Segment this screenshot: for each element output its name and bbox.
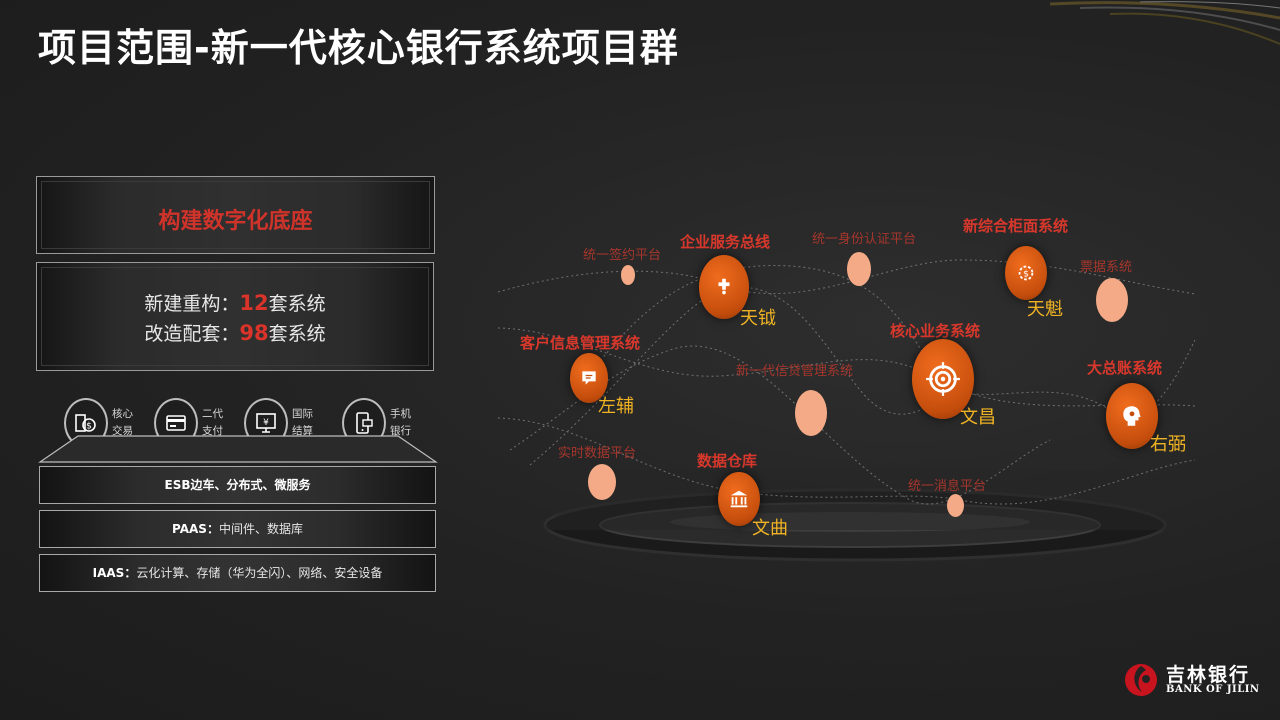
node-bill-system <box>1096 278 1128 322</box>
puzzle-icon <box>718 278 730 295</box>
svg-text:$: $ <box>86 422 92 432</box>
layer-iaas: IAAS：云化计算、存储（华为全闪）、网络、安全设备 <box>39 554 436 592</box>
stats-line-new: 新建重构：12套系统 <box>37 289 433 316</box>
label-realtime-data: 实时数据平台 <box>558 446 637 461</box>
label-teller: 新综合柜面系统 <box>963 217 1069 235</box>
label-gl: 大总账系统 <box>1087 359 1163 377</box>
service-label: 银行 <box>390 425 411 437</box>
corner-decoration <box>1050 1 1280 45</box>
label-unified-signing: 统一签约平台 <box>583 248 662 263</box>
node-core <box>912 339 974 419</box>
layer-paas-key: PAAS： <box>172 522 219 536</box>
node-credit-mgmt <box>795 390 827 436</box>
node-teller: $ <box>1005 246 1047 300</box>
alias-teller: 天魁 <box>1027 299 1063 320</box>
svg-text:¥: ¥ <box>263 418 269 428</box>
node-cif <box>570 353 608 403</box>
page-title: 项目范围-新一代核心银行系统项目群 <box>38 26 679 70</box>
service-label: 交易 <box>112 425 133 437</box>
node-esb <box>699 255 749 319</box>
layer-iaas-text: 云化计算、存储（华为全闪）、网络、安全设备 <box>136 566 383 580</box>
banner-box: 构建数字化底座 <box>36 176 435 254</box>
stats-prefix: 改造配套： <box>144 323 240 345</box>
node-unified-message <box>947 494 964 517</box>
layer-esb-text: ESB边车、分布式、微服务 <box>164 478 311 492</box>
service-label: 结算 <box>292 425 313 437</box>
layer-esb: ESB边车、分布式、微服务 <box>39 466 436 504</box>
label-credit-mgmt: 新一代信贷管理系统 <box>736 364 854 379</box>
stats-number: 12 <box>239 291 269 315</box>
label-core: 核心业务系统 <box>890 322 981 340</box>
service-label: 二代 <box>202 408 223 420</box>
svg-text:$: $ <box>1023 269 1029 280</box>
bank-name-en: BANK OF JILIN <box>1166 684 1260 695</box>
head-gears-icon <box>1123 406 1141 426</box>
alias-gl: 右弼 <box>1150 434 1186 455</box>
target-icon <box>926 362 960 396</box>
alias-cif: 左辅 <box>598 396 634 417</box>
service-label: 核心 <box>112 408 133 420</box>
bank-logo-icon <box>1125 664 1157 696</box>
banner-text: 构建数字化底座 <box>158 209 313 234</box>
service-label: 国际 <box>292 408 313 420</box>
chat-icon <box>582 371 596 385</box>
gear-dollar-icon: $ <box>1018 265 1034 281</box>
bank-name-cn: 吉林银行 <box>1166 664 1251 686</box>
label-bill-system: 票据系统 <box>1080 260 1133 275</box>
system-network: 统一签约平台 统一身份认证平台 票据系统 新一代信贷管理系统 实时数据平台 统一… <box>490 200 1210 580</box>
bank-building-icon <box>730 490 748 508</box>
label-cif: 客户信息管理系统 <box>520 334 641 352</box>
stats-suffix: 套系统 <box>268 323 326 345</box>
alias-dw: 文曲 <box>752 518 788 539</box>
service-label: 支付 <box>202 425 223 437</box>
platform-shape <box>38 435 438 463</box>
bank-logo: 吉林银行 BANK OF JILIN <box>1122 660 1262 704</box>
node-unified-identity <box>847 252 871 286</box>
node-dw <box>718 472 760 526</box>
layer-paas-text: 中间件、数据库 <box>218 522 303 536</box>
layer-iaas-key: IAAS： <box>92 566 137 580</box>
label-esb: 企业服务总线 <box>680 233 771 251</box>
stats-number: 98 <box>239 321 269 345</box>
stats-suffix: 套系统 <box>268 293 326 315</box>
layer-paas: PAAS：中间件、数据库 <box>39 510 436 548</box>
label-dw: 数据仓库 <box>697 452 758 470</box>
stats-prefix: 新建重构： <box>144 293 240 315</box>
stats-line-renovate: 改造配套：98套系统 <box>37 319 433 346</box>
label-unified-identity: 统一身份认证平台 <box>812 232 917 247</box>
stats-box: 新建重构：12套系统 改造配套：98套系统 <box>36 262 434 371</box>
node-gl <box>1106 383 1158 449</box>
label-unified-message: 统一消息平台 <box>908 479 987 494</box>
node-realtime-data <box>588 464 616 500</box>
service-label: 手机 <box>390 408 411 420</box>
alias-esb: 天钺 <box>740 308 776 329</box>
node-unified-signing <box>621 265 635 285</box>
alias-core: 文昌 <box>960 407 996 428</box>
